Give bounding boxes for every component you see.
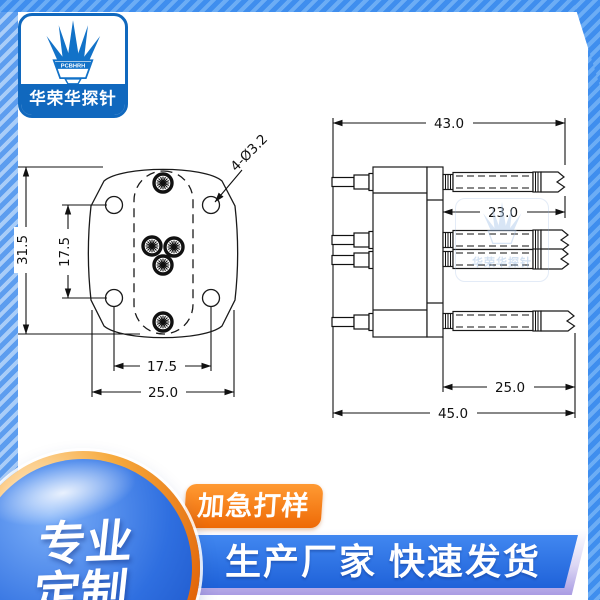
- dim-overall-length: 45.0: [438, 406, 468, 422]
- dim-top-length: 43.0: [434, 116, 464, 132]
- mounting-hole: [201, 288, 221, 308]
- side-view: 43.0 23.0 25.0 45.0: [331, 116, 576, 422]
- right-stripe-border: [588, 0, 600, 600]
- cable: [442, 171, 566, 193]
- dashed-insert-outline: [133, 170, 194, 335]
- logo-brand-text: PCBHRH: [61, 63, 85, 69]
- custom-service-line2: 定制: [30, 564, 131, 600]
- mounting-hole: [104, 195, 124, 215]
- custom-service-circle: 专业 定制: [0, 448, 200, 600]
- dim-receptacle-length: 23.0: [488, 205, 518, 221]
- mounting-hole: [201, 195, 221, 215]
- company-logo: PCBHRH 华荣华探针: [18, 13, 128, 118]
- cable: [442, 229, 570, 251]
- manufacturer-banner-text: 生产厂家 快速发货: [188, 535, 578, 588]
- top-stripe-border: [0, 0, 600, 12]
- shuttlecock-crown-icon: PCBHRH: [46, 20, 101, 85]
- dim-height: 31.5: [15, 235, 31, 265]
- mounting-hole: [104, 288, 124, 308]
- logo-company-name: 华荣华探针: [21, 84, 125, 115]
- cable: [442, 310, 576, 332]
- custom-service-text: 专业 定制: [0, 447, 213, 600]
- dim-hole-spacing-v: 17.5: [57, 237, 73, 267]
- custom-service-line1: 专业: [35, 514, 136, 571]
- dim-width: 25.0: [148, 385, 178, 401]
- left-stripe-border: [0, 0, 18, 492]
- dim-bottom-receptacle-length: 25.0: [495, 380, 525, 396]
- front-view: 31.5 17.5 17.5 25.0 4-Ø3.2: [14, 131, 271, 401]
- dim-hole-spacing-h: 17.5: [147, 359, 177, 375]
- manufacturer-banner: 生产厂家 快速发货: [182, 529, 588, 595]
- cable: [442, 248, 570, 270]
- dim-hole-callout: 4-Ø3.2: [228, 131, 272, 175]
